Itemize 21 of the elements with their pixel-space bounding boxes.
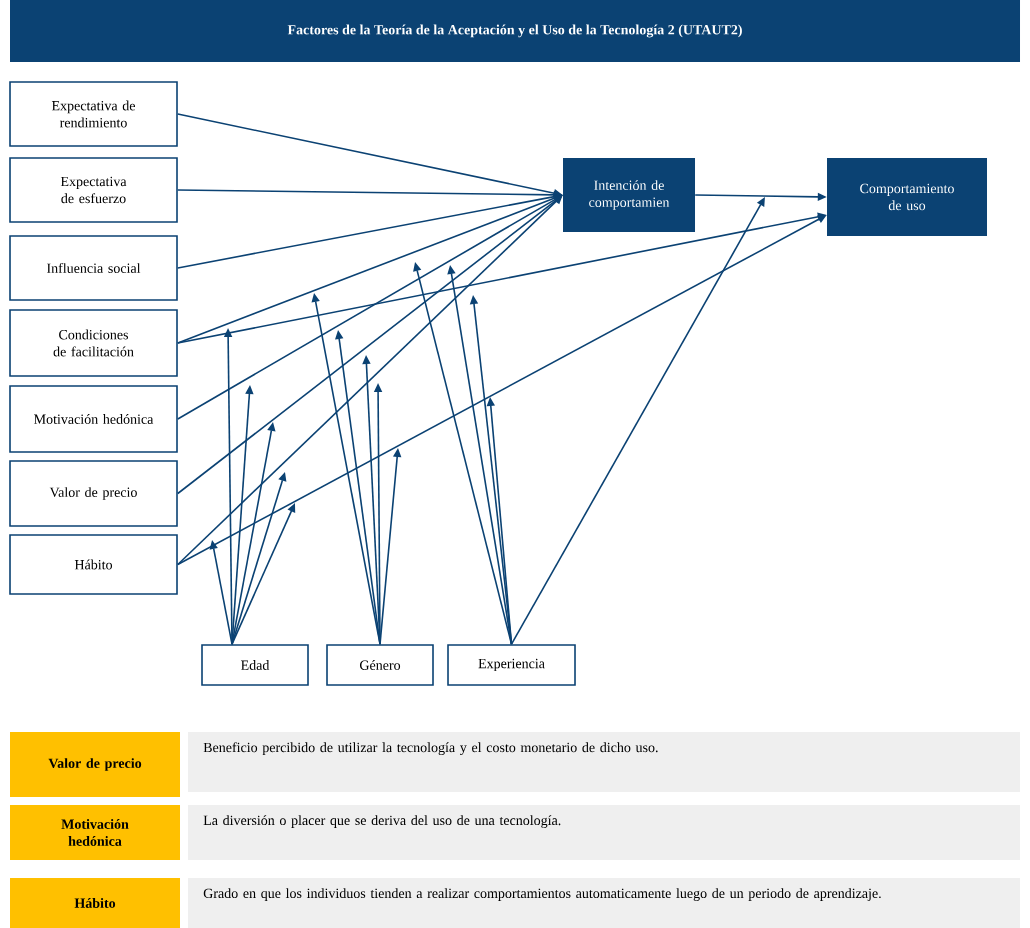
term-box: Valor de precio (10, 732, 180, 797)
term-box: Motivación hedónica (10, 805, 180, 860)
factor-box: Valor de precio (9, 460, 178, 527)
factor-box: Condiciones de facilitación (9, 309, 178, 377)
arrow (177, 195, 563, 566)
construct-box: Intención de comportamien (563, 158, 695, 232)
term-box: Hábito (10, 878, 180, 928)
factor-box: Motivación hedónica (9, 385, 178, 453)
factor-box: Influencia social (9, 235, 178, 301)
moderator-box: Edad (201, 644, 309, 686)
definition-box: La diversión o placer que se deriva del uso de una tecnología. (188, 805, 1020, 860)
factor-box: Expectativa de rendimiento (9, 81, 178, 147)
arrow (510, 197, 765, 645)
definition-box: Grado en que los individuos tienden a realizar comportamientos automaticamente luego de un periodo de aprendizaje. (188, 878, 1020, 928)
moderator-box: Género (326, 644, 434, 686)
factor-box: Hábito (9, 534, 178, 595)
construct-box: Comportamiento de uso (827, 158, 987, 236)
title-band: Factores de la Teoría de la Aceptación y el Uso de la Tecnología 2 (UTAUT2) (10, 0, 1020, 62)
moderator-box: Experiencia (447, 644, 576, 686)
factor-box: Expectativa de esfuerzo (9, 157, 178, 223)
definition-box: Beneficio percibido de utilizar la tecnología y el costo monetario de dicho uso. (188, 732, 1020, 792)
